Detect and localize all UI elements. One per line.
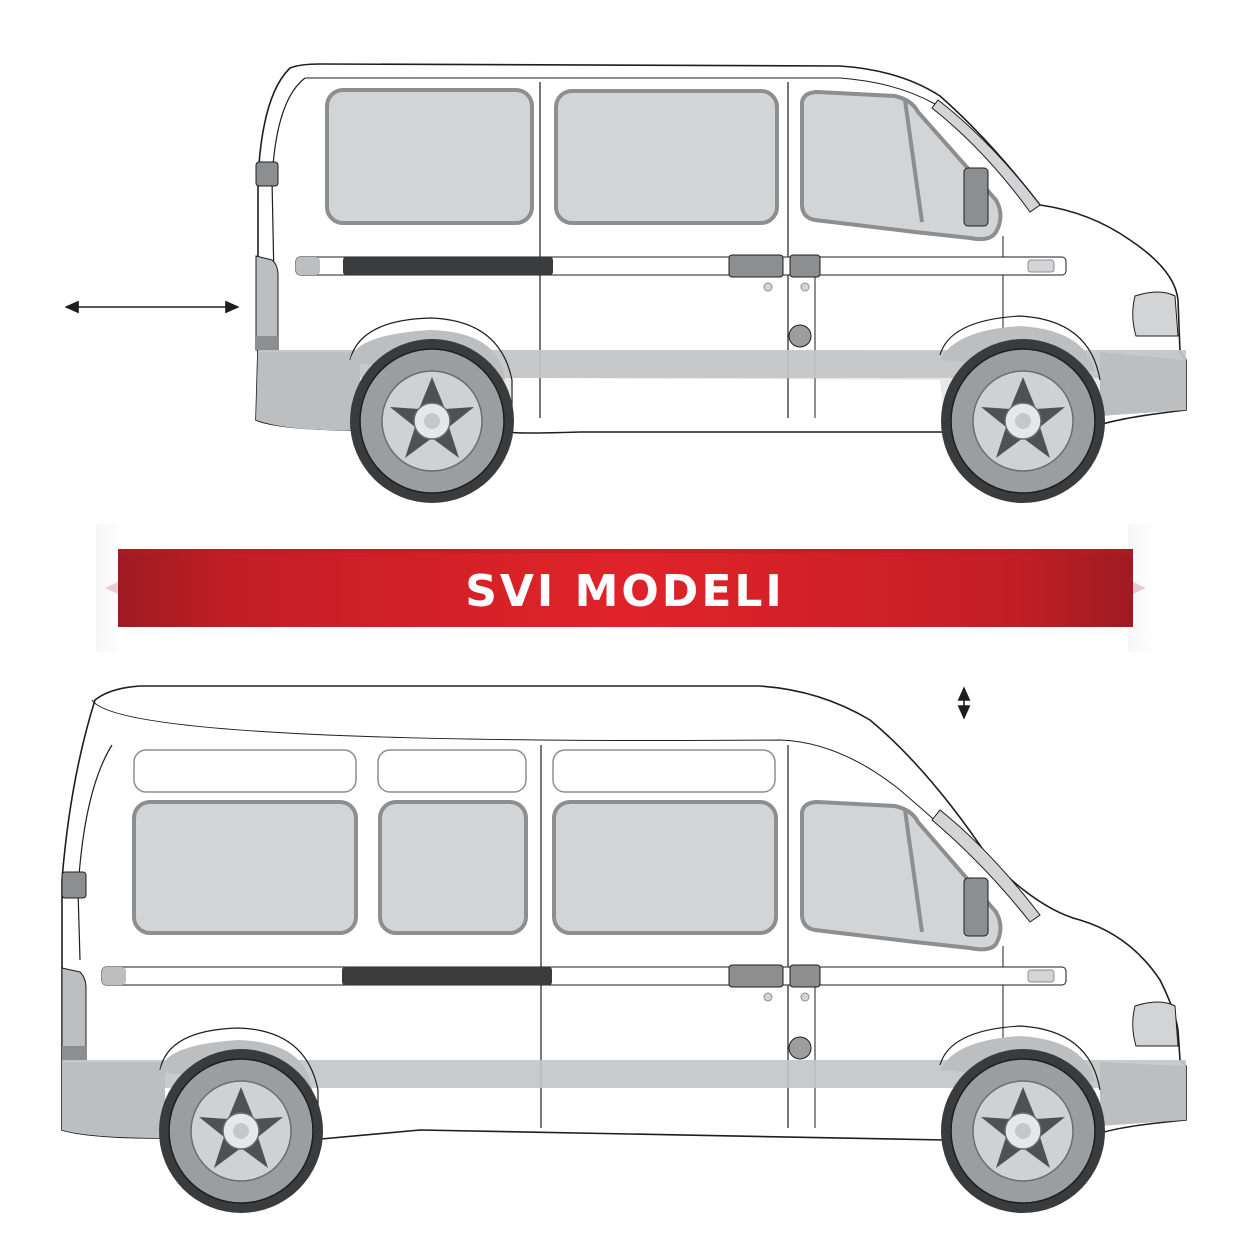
van-high-roof <box>61 685 1187 1213</box>
van-low-roof <box>255 63 1187 503</box>
wheel-front <box>941 339 1105 503</box>
banner-title: SVI MODELI <box>465 566 785 617</box>
wheel-front <box>941 1049 1105 1213</box>
wheel-rear <box>159 1049 323 1213</box>
banner-ribbon: SVI MODELI <box>96 524 1154 652</box>
wheel-rear <box>350 339 514 503</box>
